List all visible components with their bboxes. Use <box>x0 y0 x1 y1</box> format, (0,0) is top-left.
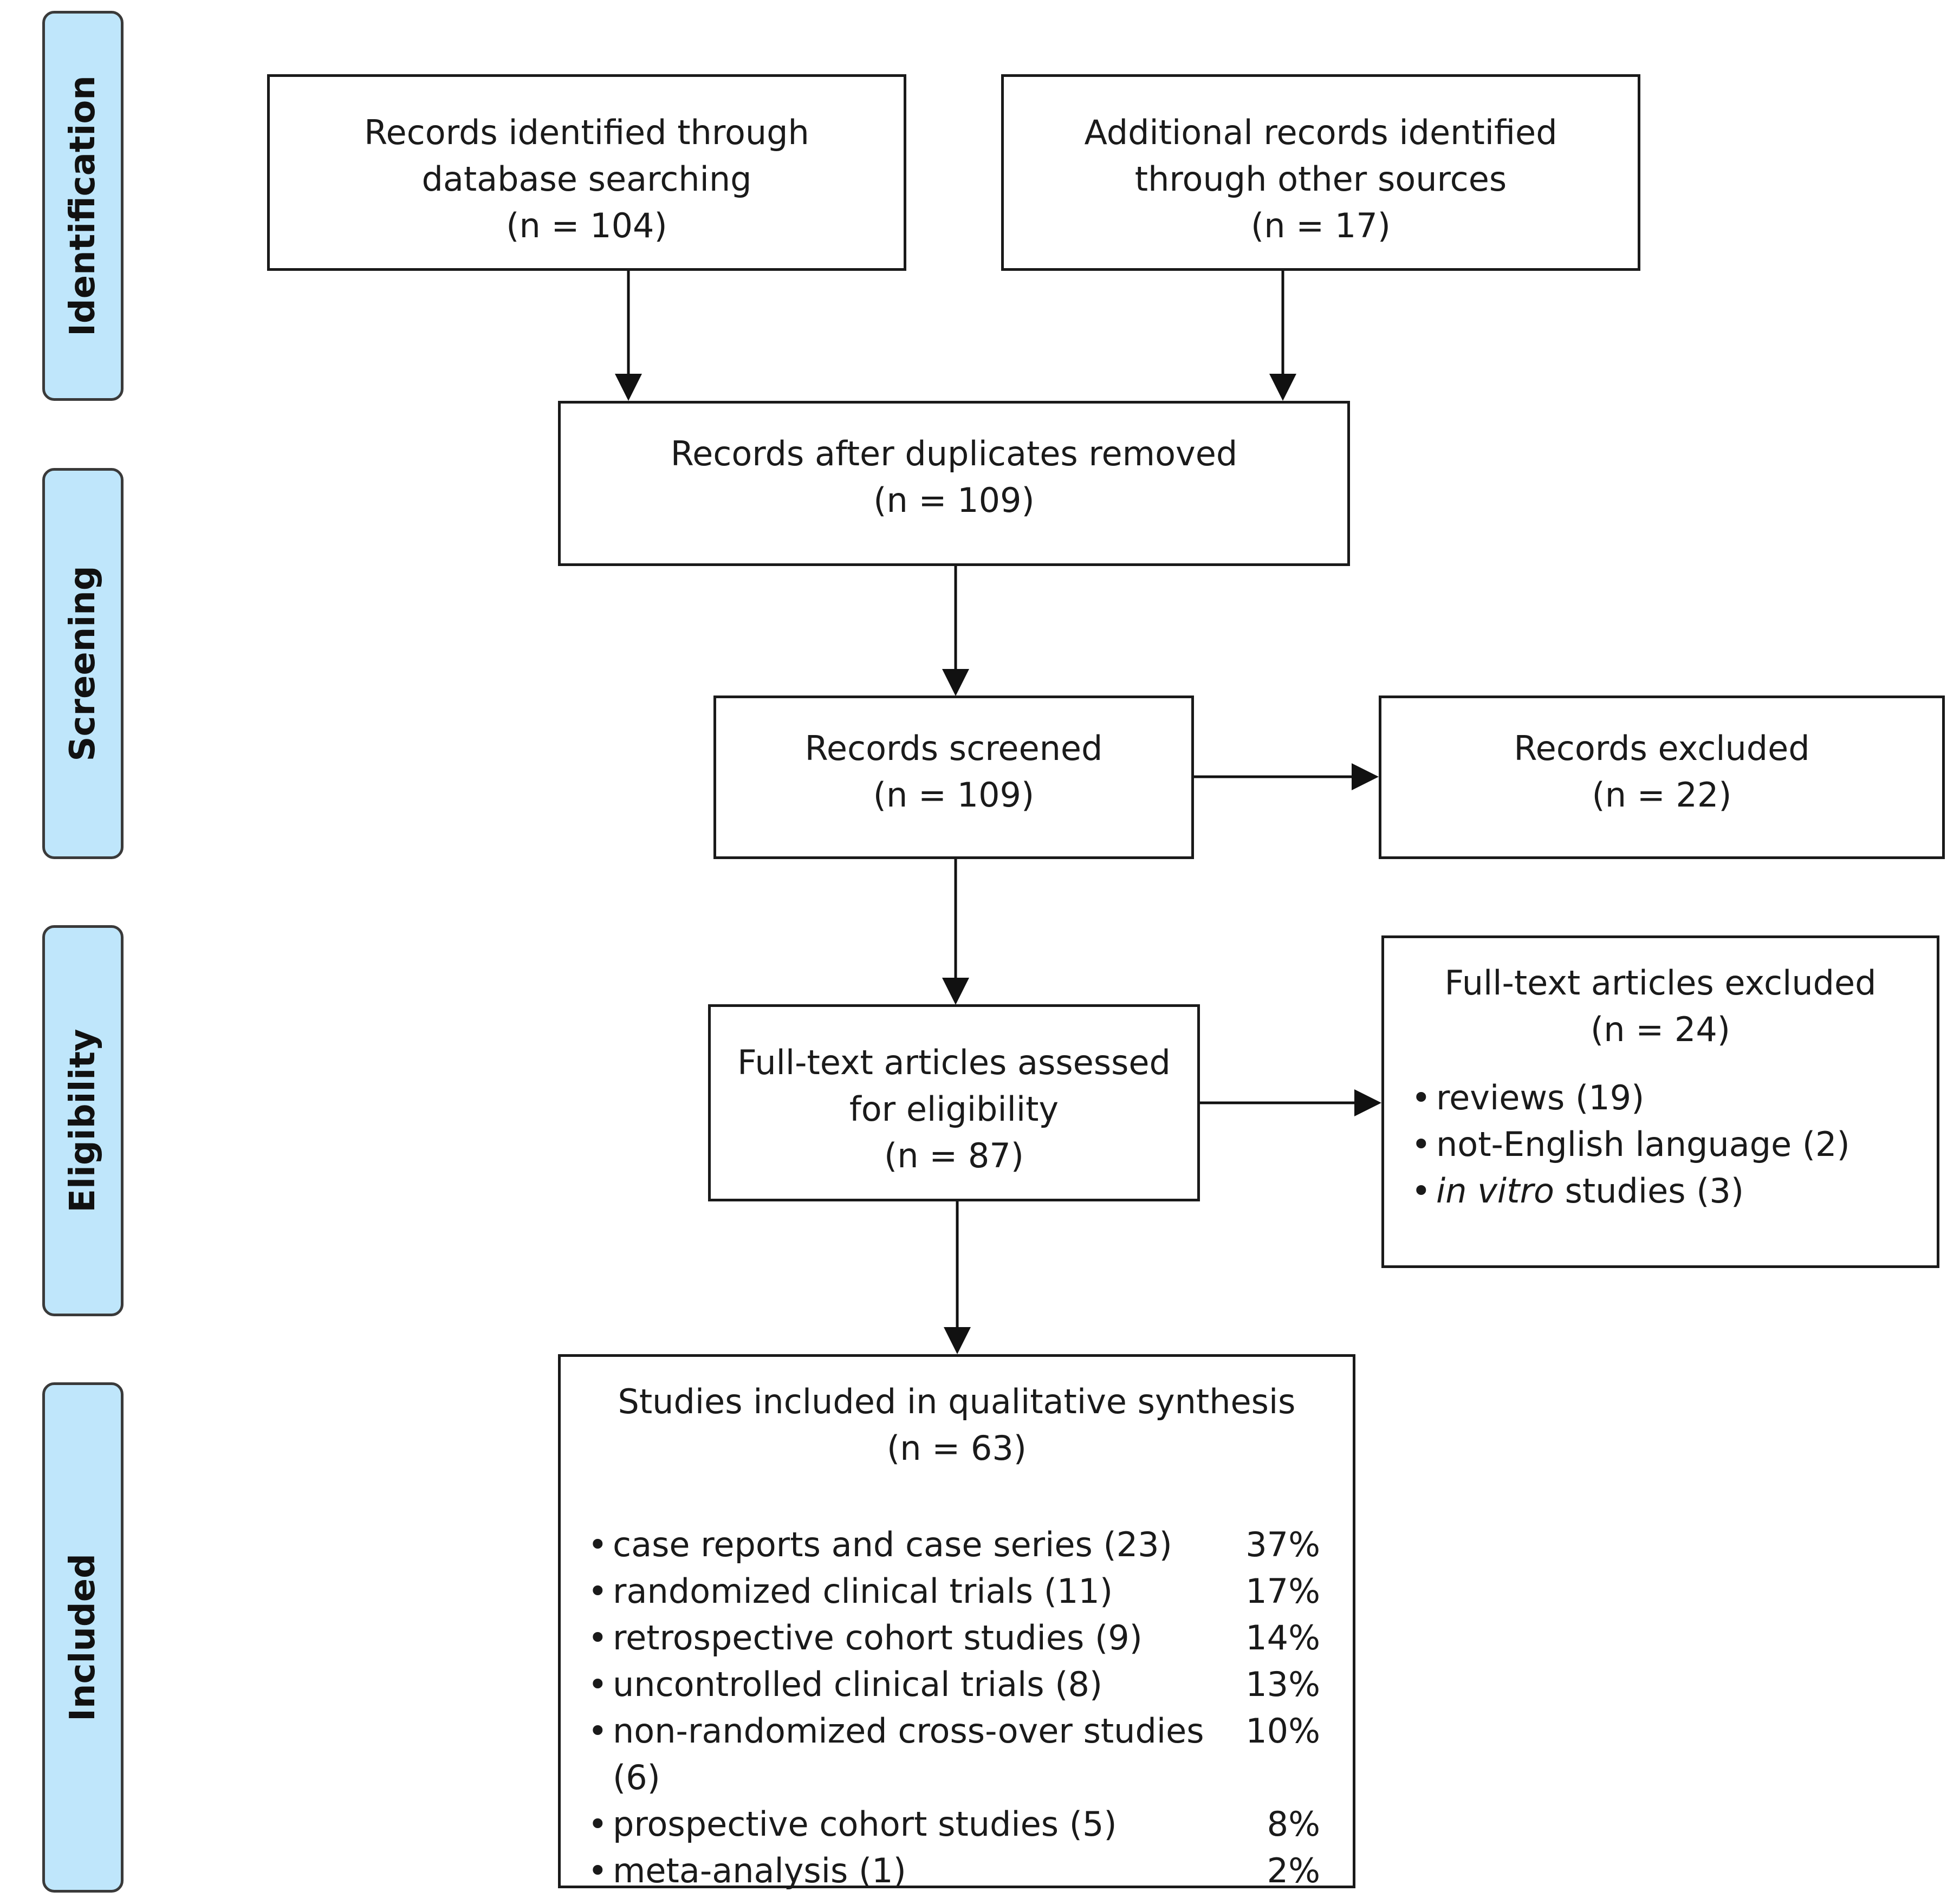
fulltext-assessed-box: Full-text articles assessed for eligibil… <box>708 1004 1200 1201</box>
stage-identification: Identification <box>42 11 124 401</box>
db-search-box: Records identified through database sear… <box>267 74 906 271</box>
stage-eligibility: Eligibility <box>42 925 124 1316</box>
included-label: Studies included in qualitative synthesi… <box>618 1382 1296 1421</box>
study-type-item: prospective cohort studies (5)8% <box>588 1801 1336 1848</box>
excluded-box: Records excluded (n = 22) <box>1379 696 1945 859</box>
included-study-types: case reports and case series (23)37% ran… <box>588 1522 1336 1894</box>
study-type-item: non-randomized cross-over studies (6)10% <box>588 1708 1336 1801</box>
study-type-item: uncontrolled clinical trials (8)13% <box>588 1661 1336 1708</box>
stage-screening: Screening <box>42 468 124 859</box>
other-sources-line2: through other sources <box>1134 159 1507 199</box>
screened-label: Records screened <box>804 729 1103 768</box>
fulltext-excluded-label: Full-text articles excluded <box>1444 963 1877 1003</box>
after-duplicates-box: Records after duplicates removed (n = 10… <box>558 401 1350 566</box>
screened-count: (n = 109) <box>873 775 1035 815</box>
fulltext-excluded-box: Full-text articles excluded (n = 24) rev… <box>1381 935 1939 1268</box>
db-search-count: (n = 104) <box>506 206 667 245</box>
db-search-line1: Records identified through <box>364 113 809 152</box>
exclusion-reason: in vitro studies (3) <box>1411 1168 1920 1214</box>
excluded-count: (n = 22) <box>1592 775 1732 815</box>
exclusion-reason: reviews (19) <box>1411 1075 1920 1121</box>
exclusion-reason: not-English language (2) <box>1411 1121 1920 1168</box>
excluded-label: Records excluded <box>1514 729 1810 768</box>
stage-included: Included <box>42 1382 124 1893</box>
fulltext-assessed-line2: for eligibility <box>849 1089 1059 1129</box>
after-duplicates-label: Records after duplicates removed <box>670 434 1238 473</box>
study-type-item: randomized clinical trials (11)17% <box>588 1568 1336 1615</box>
fulltext-excluded-reasons: reviews (19) not-English language (2) in… <box>1411 1075 1920 1214</box>
screened-box: Records screened (n = 109) <box>713 696 1194 859</box>
db-search-line2: database searching <box>421 159 752 199</box>
study-type-item: case reports and case series (23)37% <box>588 1522 1336 1568</box>
fulltext-excluded-count: (n = 24) <box>1591 1010 1730 1049</box>
study-type-item: meta-analysis (1)2% <box>588 1848 1336 1894</box>
other-sources-box: Additional records identified through ot… <box>1001 74 1640 271</box>
other-sources-line1: Additional records identified <box>1084 113 1557 152</box>
after-duplicates-count: (n = 109) <box>873 480 1035 520</box>
fulltext-assessed-line1: Full-text articles assessed <box>737 1043 1171 1082</box>
study-type-item: retrospective cohort studies (9)14% <box>588 1615 1336 1661</box>
other-sources-count: (n = 17) <box>1251 206 1391 245</box>
included-box: Studies included in qualitative synthesi… <box>558 1354 1355 1894</box>
included-count: (n = 63) <box>887 1428 1027 1468</box>
fulltext-assessed-count: (n = 87) <box>884 1136 1024 1175</box>
